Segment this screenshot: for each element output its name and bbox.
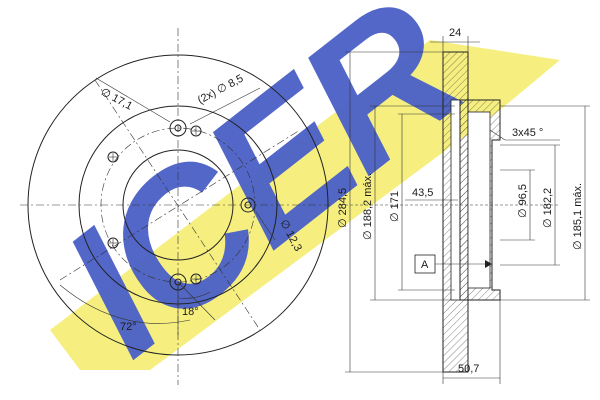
dim-171: ∅ 171 — [389, 191, 401, 222]
bolt-hole-right — [240, 197, 256, 213]
dim-height: 50,7 — [458, 363, 479, 375]
diag-centerline-2 — [59, 129, 301, 281]
small-hole-1 — [190, 125, 202, 137]
leader-85 — [189, 87, 261, 125]
dim-angle-72: 72° — [120, 321, 137, 333]
small-hole-2 — [107, 151, 119, 163]
dim-chamfer: 3x45 ° — [512, 127, 543, 139]
dim-182: ∅ 182,2 — [542, 188, 554, 228]
dim-185: ∅ 185,1 máx. — [572, 183, 584, 250]
dim-offset: 43,5 — [412, 187, 433, 199]
front-view: ∅ 17,1 (2x) ∅ 8,5 ∅ 12,3 72° 18° — [20, 28, 330, 385]
dim-angle-18: 18° — [182, 306, 199, 318]
dim-outer-dia: ∅ 284,5 — [337, 188, 349, 228]
hat-inner — [467, 111, 491, 289]
datum-label: A — [421, 259, 429, 271]
section-view: A 24 ∅ 284,5 ∅ 188,2 máx. ∅ 171 43,5 3x4… — [337, 27, 590, 384]
diag-centerline-1 — [94, 79, 261, 331]
arc-18 — [177, 291, 211, 299]
small-hole-4 — [190, 273, 202, 285]
dim-96: ∅ 96,5 — [517, 184, 529, 218]
dim-188: ∅ 188,2 máx. — [362, 173, 374, 240]
leader-17 — [95, 77, 171, 123]
arc-72 — [59, 284, 191, 324]
leader-123 — [255, 211, 276, 241]
dim-top-width: 24 — [449, 27, 461, 39]
bolt-hole-top — [169, 119, 187, 137]
small-hole-3 — [107, 237, 119, 249]
